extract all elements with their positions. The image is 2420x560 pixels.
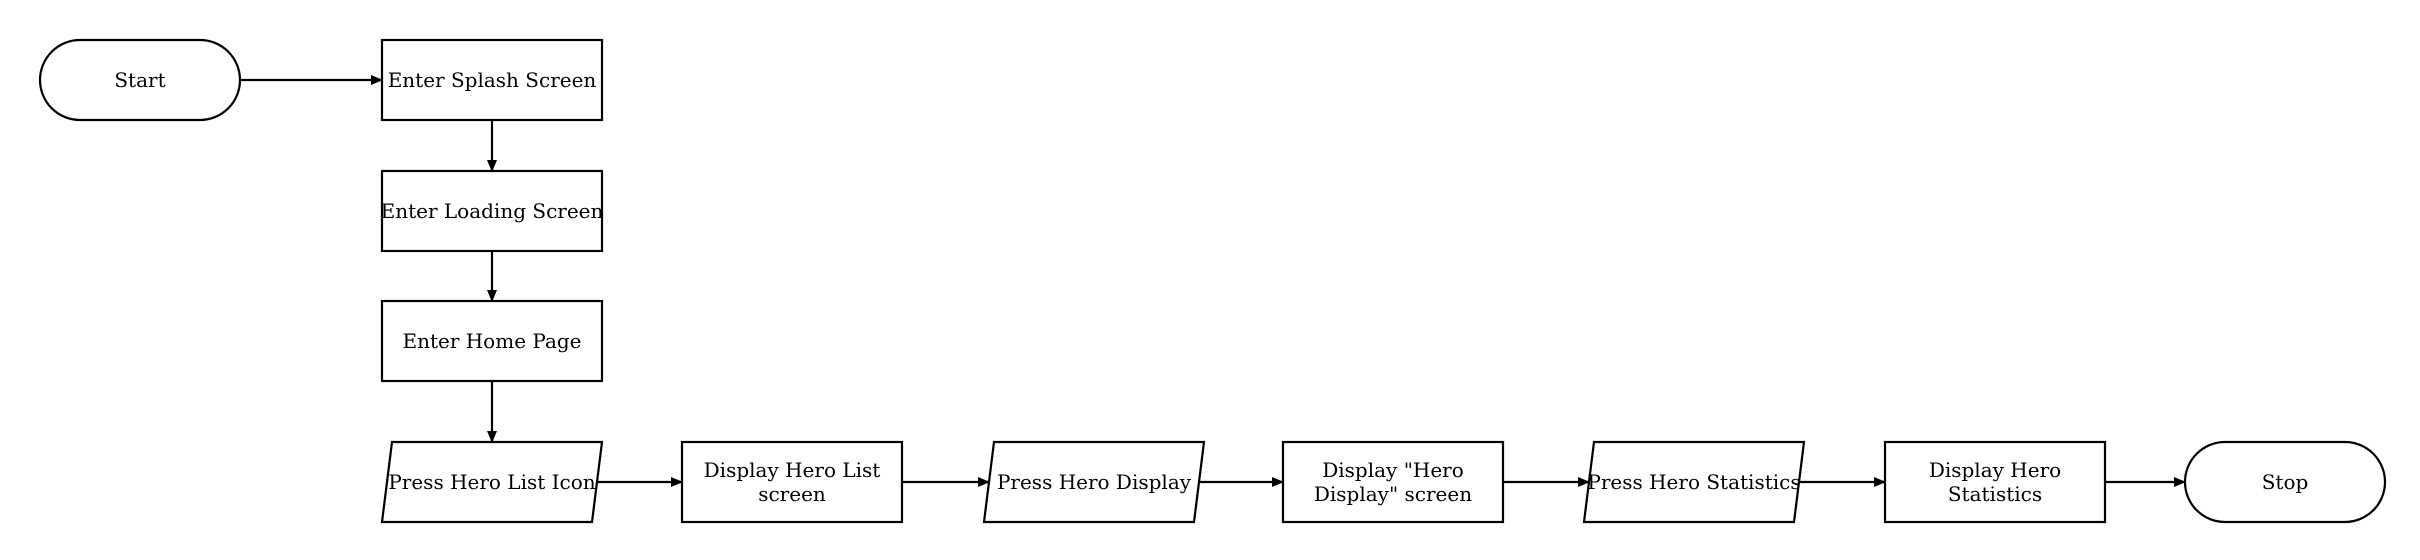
input-output-shape: [982, 440, 1206, 524]
terminal-shape: [38, 38, 242, 122]
node-stop: Stop: [2183, 440, 2387, 524]
node-start: Start: [38, 38, 242, 122]
node-label: Press Hero List Icon: [388, 470, 595, 494]
node-label-line: Press Hero Display: [997, 470, 1192, 494]
node-label: Enter Splash Screen: [388, 68, 597, 92]
node-loading: Enter Loading Screen: [380, 169, 604, 253]
node-label-line: Display Hero: [1929, 458, 2061, 482]
node-label: Start: [114, 68, 165, 92]
node-press-list: Press Hero List Icon: [380, 440, 604, 524]
process-shape: [680, 440, 904, 524]
node-home: Enter Home Page: [380, 299, 604, 383]
process-shape: [380, 299, 604, 383]
node-label-line: Display "Hero: [1322, 458, 1464, 482]
node-label: Press Hero Statistics: [1587, 470, 1800, 494]
node-press-disp: Press Hero Display: [982, 440, 1206, 524]
node-label: Enter Home Page: [402, 329, 581, 353]
node-label-line: Start: [114, 68, 165, 92]
node-label: Stop: [2262, 470, 2309, 494]
node-label-line: screen: [758, 482, 826, 506]
connector-layer: [240, 75, 2186, 487]
node-label: Press Hero Display: [997, 470, 1192, 494]
node-label-line: Press Hero List Icon: [388, 470, 595, 494]
node-label-line: Enter Loading Screen: [381, 199, 604, 223]
node-label: Enter Loading Screen: [381, 199, 604, 223]
input-output-shape: [380, 440, 604, 524]
terminal-shape: [2183, 440, 2387, 524]
node-label-line: Enter Splash Screen: [388, 68, 597, 92]
node-label-line: Stop: [2262, 470, 2309, 494]
node-label-line: Press Hero Statistics: [1587, 470, 1800, 494]
input-output-shape: [1582, 440, 1806, 524]
process-shape: [380, 169, 604, 253]
process-shape: [1883, 440, 2107, 524]
node-label-line: Enter Home Page: [402, 329, 581, 353]
node-label-line: Display" screen: [1314, 482, 1472, 506]
node-label-line: Statistics: [1948, 482, 2042, 506]
node-splash: Enter Splash Screen: [380, 38, 604, 122]
node-label-line: Display Hero List: [704, 458, 881, 482]
process-shape: [380, 38, 604, 122]
node-press-stats: Press Hero Statistics: [1582, 440, 1806, 524]
process-shape: [1281, 440, 1505, 524]
